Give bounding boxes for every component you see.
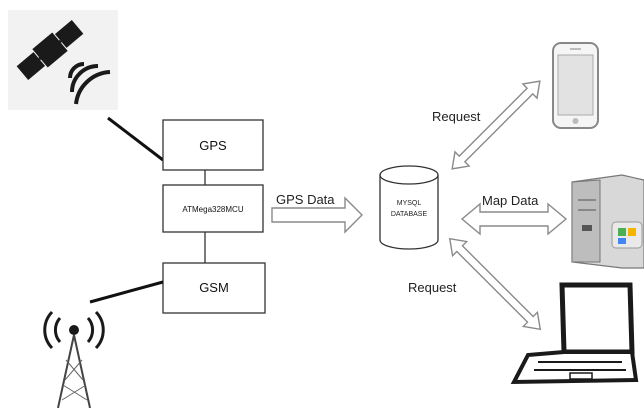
database-node: MYSQL DATABASE <box>379 165 439 250</box>
request-laptop-arrow <box>448 237 542 331</box>
map-data-label: Map Data <box>482 193 539 208</box>
mcu-box: ATMega328MCU <box>162 184 264 233</box>
map-data-arrow: Map Data <box>460 193 568 236</box>
gps-box: GPS <box>162 119 264 171</box>
mcu-label: ATMega328MCU <box>182 205 243 214</box>
server-icon <box>571 174 644 269</box>
satellite-icon <box>8 10 118 110</box>
gsm-label: GSM <box>199 280 229 295</box>
request-laptop-label: Request <box>408 280 457 295</box>
db-label-line2: DATABASE <box>391 211 428 218</box>
request-phone-arrow <box>451 80 541 170</box>
tower-gsm-link <box>89 280 164 304</box>
gps-data-arrow: GPS Data <box>271 192 363 234</box>
smartphone-icon <box>552 42 599 129</box>
cell-tower-icon <box>43 310 105 408</box>
gps-label: GPS <box>199 138 227 153</box>
db-label-line1: MYSQL <box>397 200 422 207</box>
laptop-icon <box>510 282 639 385</box>
gsm-box: GSM <box>162 262 266 314</box>
satellite-gps-link <box>107 116 164 162</box>
request-phone-label: Request <box>432 109 481 124</box>
gps-data-label: GPS Data <box>276 192 335 207</box>
